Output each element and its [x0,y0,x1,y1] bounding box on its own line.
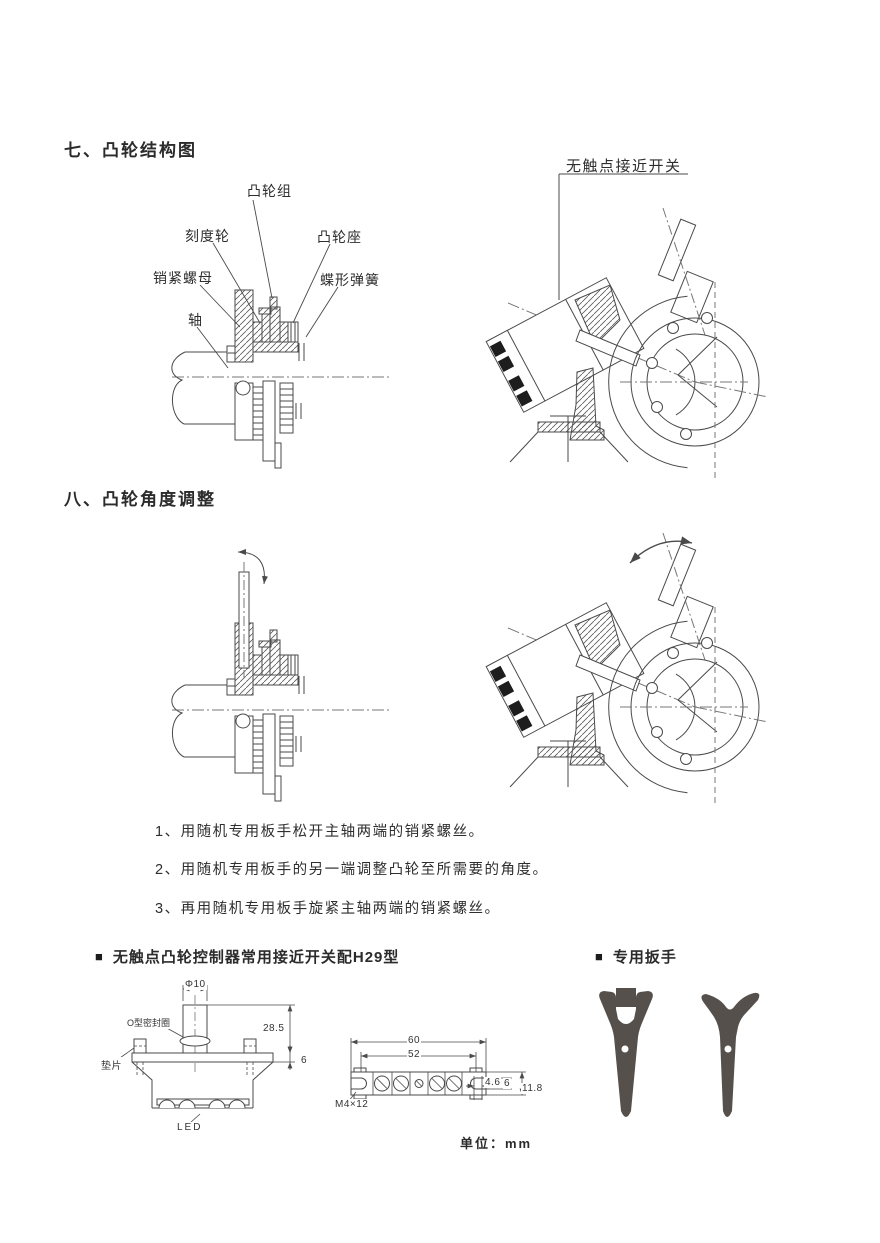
wrench-rod [237,549,268,678]
square-bullet-icon: ■ [595,949,604,964]
dim-height: 28.5 [262,1023,286,1034]
h29-switch-dimension-drawing [116,985,295,1124]
dim-slot-width: 4.6 [484,1077,502,1088]
proximity-switch-mount-diagram [485,173,769,481]
step-3: 3、再用随机专用板手旋紧主轴两端的销紧螺丝。 [155,901,501,917]
led-label: LED [176,1122,204,1133]
curved-fork-wrench [701,992,760,1117]
label-butterfly-spring: 蝶形弹簧 [320,272,380,288]
cam-structure-section-diagram [171,199,393,469]
switch-section-heading-text: 无触点凸轮控制器常用接近开关配H29型 [112,949,400,966]
label-lock-nut: 销紧螺母 [153,270,213,286]
dim-end-height: 11.8 [521,1083,544,1094]
leader-lines [196,199,339,369]
dim-flange: 6 [300,1055,309,1066]
dim-hole-pitch: 52 [407,1049,422,1060]
wrench-section-heading-text: 专用扳手 [612,949,677,966]
cam-angle-adjust-section-diagram [171,549,393,802]
dim-diameter: Φ10 [184,979,207,990]
screw-spec-label: M4×12 [334,1099,370,1110]
cam-angle-adjust-flange-diagram [485,532,769,806]
wrench-section-heading: ■ 专用扳手 [595,946,677,967]
special-wrench-illustration [599,988,760,1117]
dim-slot-height: 6 [503,1078,512,1089]
dim-total-width: 60 [407,1035,422,1046]
unit-note: 单位：mm [460,1136,533,1151]
section7-heading: 七、凸轮结构图 [64,141,197,160]
step-1: 1、用随机专用板手松开主轴两端的销紧螺丝。 [155,824,485,840]
terminal-strip-dimension-drawing [347,1038,526,1103]
rotation-double-arrow [629,536,693,564]
section8-heading: 八、凸轮角度调整 [64,490,216,509]
square-bullet-icon: ■ [95,949,104,964]
label-scale-wheel: 刻度轮 [185,228,230,244]
label-shaft: 轴 [188,312,203,328]
label-cam-seat: 凸轮座 [317,229,362,245]
gasket-label: 垫片 [100,1057,123,1072]
step-2: 2、用随机专用板手的另一端调整凸轮至所需要的角度。 [155,862,549,878]
proximity-switch-leader [558,173,688,300]
label-cam-group: 凸轮组 [247,183,292,199]
fork-wrench [599,988,653,1117]
switch-section-heading: ■ 无触点凸轮控制器常用接近开关配H29型 [95,946,399,967]
oring-label: O型密封圈 [127,1016,171,1029]
label-proximity-switch: 无触点接近开关 [566,158,682,175]
